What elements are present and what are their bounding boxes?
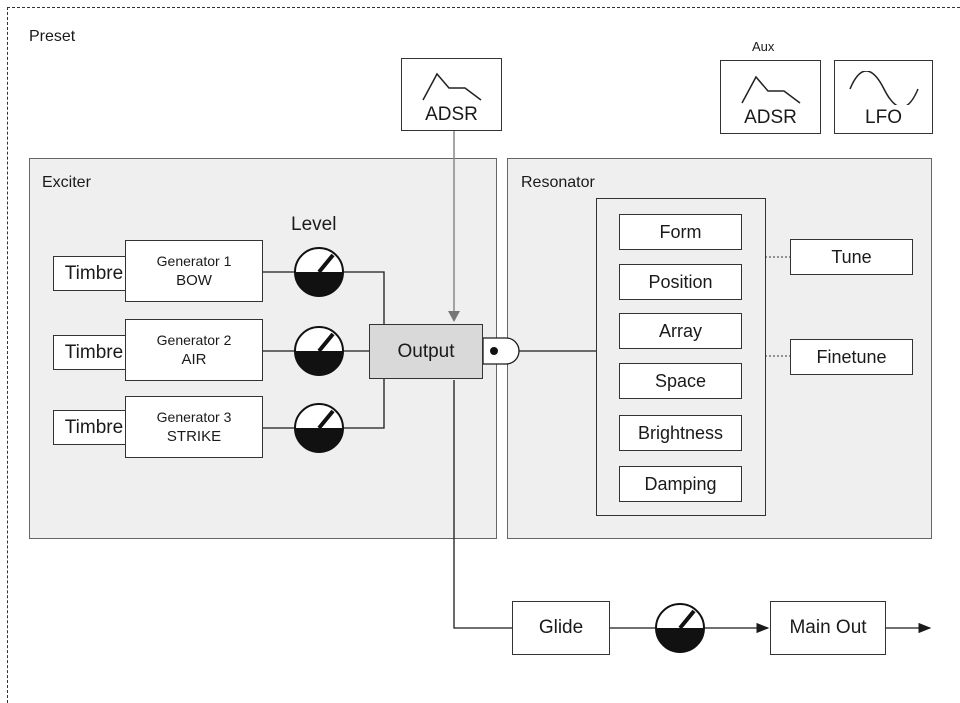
glide-knob[interactable] bbox=[655, 603, 705, 653]
tune-box[interactable]: Tune bbox=[790, 239, 913, 275]
exciter-title: Exciter bbox=[42, 174, 91, 191]
level-knob-2[interactable] bbox=[294, 326, 344, 376]
param-damping[interactable]: Damping bbox=[619, 466, 742, 502]
main-adsr-box[interactable]: ADSR bbox=[401, 58, 502, 131]
param-position[interactable]: Position bbox=[619, 264, 742, 300]
param-space[interactable]: Space bbox=[619, 363, 742, 399]
envelope-icon bbox=[421, 72, 481, 101]
aux-adsr-label: ADSR bbox=[744, 107, 797, 128]
level-wire-1 bbox=[344, 271, 385, 324]
level-label: Level bbox=[291, 214, 337, 235]
generator-1-name: Generator 1 bbox=[156, 253, 232, 269]
timbre-button-1[interactable]: Timbre bbox=[53, 256, 135, 291]
level-knob-3[interactable] bbox=[294, 403, 344, 453]
generator-3-type: STRIKE bbox=[166, 428, 222, 445]
adsr-mod-arrowhead bbox=[448, 311, 460, 322]
generator-1[interactable]: Generator 1 BOW bbox=[125, 240, 263, 302]
finetune-box[interactable]: Finetune bbox=[790, 339, 913, 375]
output-to-glide-wire bbox=[453, 380, 512, 629]
envelope-icon bbox=[740, 75, 800, 104]
param-form[interactable]: Form bbox=[619, 214, 742, 250]
connector-dot bbox=[490, 347, 498, 355]
generator-2[interactable]: Generator 2 AIR bbox=[125, 319, 263, 381]
aux-label: Aux bbox=[752, 39, 775, 54]
generator-3[interactable]: Generator 3 STRIKE bbox=[125, 396, 263, 458]
lfo-label: LFO bbox=[865, 107, 902, 128]
param-brightness[interactable]: Brightness bbox=[619, 415, 742, 451]
generator-2-type: AIR bbox=[181, 351, 207, 368]
glide-box[interactable]: Glide bbox=[512, 601, 610, 655]
resonator-title: Resonator bbox=[521, 174, 595, 191]
level-wire-3 bbox=[344, 379, 385, 429]
level-knob-1[interactable] bbox=[294, 247, 344, 297]
timbre-button-2[interactable]: Timbre bbox=[53, 335, 135, 370]
generator-1-type: BOW bbox=[176, 272, 212, 289]
preset-label: Preset bbox=[29, 28, 76, 45]
output-box[interactable]: Output bbox=[369, 324, 483, 379]
output-connector bbox=[482, 337, 520, 365]
main-adsr-label: ADSR bbox=[425, 104, 478, 125]
resonator-param-group bbox=[596, 198, 766, 516]
generator-3-name: Generator 3 bbox=[156, 409, 232, 425]
generator-2-name: Generator 2 bbox=[156, 332, 232, 348]
timbre-button-3[interactable]: Timbre bbox=[53, 410, 135, 445]
lfo-box[interactable]: LFO bbox=[834, 60, 933, 134]
sine-wave-icon bbox=[848, 71, 919, 105]
preset-frame bbox=[7, 7, 960, 703]
aux-adsr-box[interactable]: ADSR bbox=[720, 60, 821, 134]
param-array[interactable]: Array bbox=[619, 313, 742, 349]
main-out-box[interactable]: Main Out bbox=[770, 601, 886, 655]
